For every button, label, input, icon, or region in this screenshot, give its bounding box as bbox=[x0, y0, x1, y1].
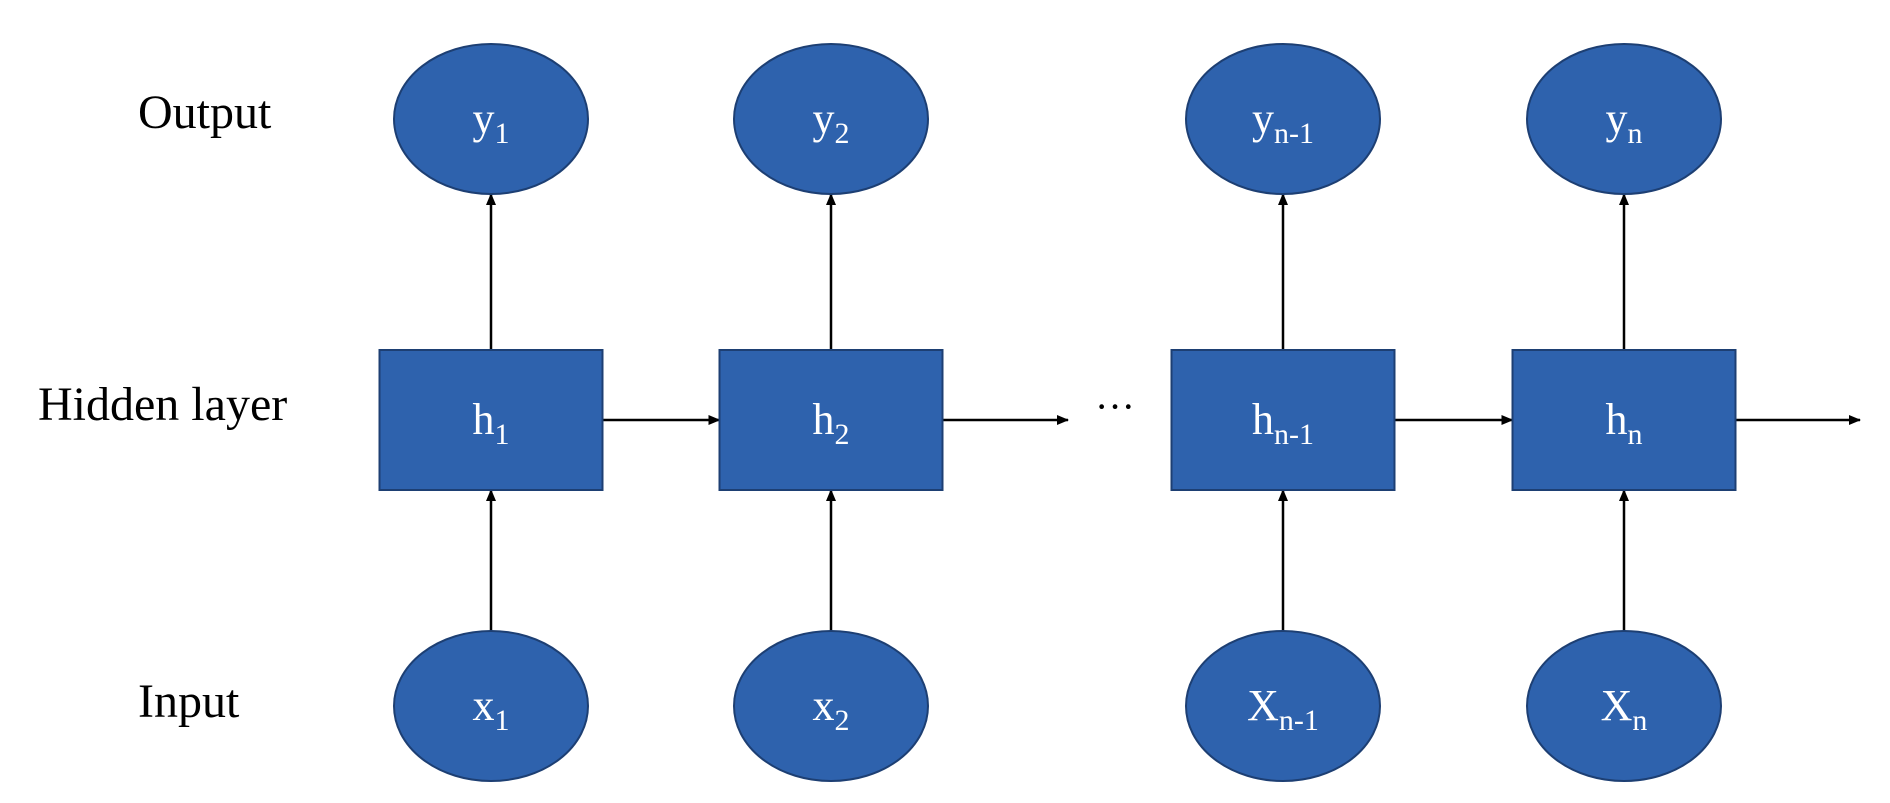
input-node-4: Xn bbox=[1526, 630, 1722, 782]
hidden-node-1-shape bbox=[378, 349, 604, 491]
output-node-3-label-subscript: n-1 bbox=[1274, 117, 1314, 150]
input-node-2-shape bbox=[733, 630, 929, 782]
output-node-4-label: yn bbox=[1606, 94, 1643, 150]
hidden-node-2: h2 bbox=[718, 349, 944, 491]
input-node-2-label-base: x bbox=[813, 681, 835, 730]
input-node-1-label-base: x bbox=[473, 681, 495, 730]
output-row-label: Output bbox=[138, 86, 272, 139]
hidden-node-3-label-base: h bbox=[1252, 395, 1274, 444]
hidden-node-3-label: hn-1 bbox=[1252, 395, 1314, 451]
output-node-2: y2 bbox=[733, 43, 929, 195]
input-node-1-shape bbox=[393, 630, 589, 782]
input-node-3-label-subscript: n-1 bbox=[1279, 704, 1319, 737]
input-node-4-label-base: X bbox=[1601, 681, 1633, 730]
input-node-3-label: Xn-1 bbox=[1247, 681, 1319, 737]
hidden-node-1-label: h1 bbox=[473, 395, 510, 451]
output-node-1-label-base: y bbox=[473, 94, 495, 143]
output-node-2-label-subscript: 2 bbox=[835, 117, 850, 150]
hidden-node-4-shape bbox=[1511, 349, 1737, 491]
output-node-4: yn bbox=[1526, 43, 1722, 195]
hidden-node-3-shape bbox=[1170, 349, 1396, 491]
edges-layer bbox=[486, 193, 1861, 631]
output-node-2-label-base: y bbox=[813, 94, 835, 143]
hidden-layer-row-label: Hidden layer bbox=[38, 378, 287, 431]
input-row-label: Input bbox=[138, 675, 240, 728]
input-node-3-shape bbox=[1185, 630, 1381, 782]
input-node-1: x1 bbox=[393, 630, 589, 782]
hidden-node-2-label: h2 bbox=[813, 395, 850, 451]
hidden-node-4: hn bbox=[1511, 349, 1737, 491]
hidden-node-2-label-base: h bbox=[813, 395, 835, 444]
output-node-4-label-base: y bbox=[1606, 94, 1628, 143]
hidden-node-4-label: hn bbox=[1606, 395, 1643, 451]
output-node-2-label: y2 bbox=[813, 94, 850, 150]
hidden-node-3: hn-1 bbox=[1170, 349, 1396, 491]
hidden-node-2-shape bbox=[718, 349, 944, 491]
hidden-node-4-label-base: h bbox=[1606, 395, 1628, 444]
input-node-2: x2 bbox=[733, 630, 929, 782]
hidden-node-1: h1 bbox=[378, 349, 604, 491]
input-node-4-label: Xn bbox=[1601, 681, 1648, 737]
input-node-1-label-subscript: 1 bbox=[495, 704, 510, 737]
output-node-4-shape bbox=[1526, 43, 1722, 195]
input-node-2-label-subscript: 2 bbox=[835, 704, 850, 737]
hidden-node-2-label-subscript: 2 bbox=[835, 418, 850, 451]
hidden-node-1-label-subscript: 1 bbox=[495, 418, 510, 451]
input-node-4-shape bbox=[1526, 630, 1722, 782]
output-node-3-label-base: y bbox=[1252, 94, 1274, 143]
input-node-3-label-base: X bbox=[1247, 681, 1279, 730]
output-node-1-shape bbox=[393, 43, 589, 195]
output-node-3-shape bbox=[1185, 43, 1381, 195]
hidden-node-4-label-subscript: n bbox=[1628, 418, 1643, 451]
output-node-3-label: yn-1 bbox=[1252, 94, 1314, 150]
output-node-1-label: y1 bbox=[473, 94, 510, 150]
hidden-node-1-label-base: h bbox=[473, 395, 495, 444]
output-node-1-label-subscript: 1 bbox=[495, 117, 510, 150]
output-node-1: y1 bbox=[393, 43, 589, 195]
input-node-3: Xn-1 bbox=[1185, 630, 1381, 782]
output-node-3: yn-1 bbox=[1185, 43, 1381, 195]
input-node-1-label: x1 bbox=[473, 681, 510, 737]
output-node-2-shape bbox=[733, 43, 929, 195]
input-node-2-label: x2 bbox=[813, 681, 850, 737]
sequence-ellipsis: ··· bbox=[1095, 384, 1135, 429]
hidden-node-3-label-subscript: n-1 bbox=[1274, 418, 1314, 451]
output-node-4-label-subscript: n bbox=[1628, 117, 1643, 150]
input-node-4-label-subscript: n bbox=[1632, 704, 1647, 737]
